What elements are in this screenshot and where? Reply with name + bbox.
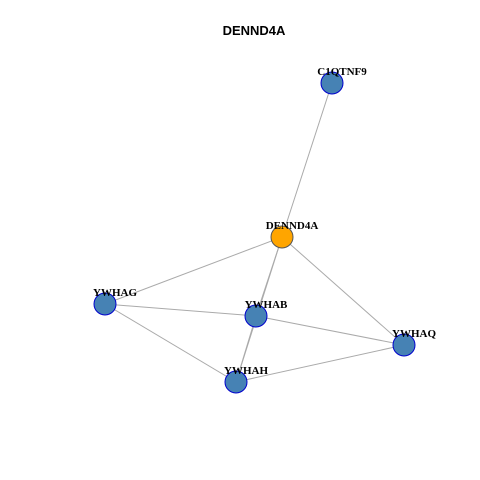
node-label-ywhah: YWHAH <box>224 365 268 377</box>
node-ywhab[interactable] <box>244 304 268 328</box>
node-ywhag[interactable] <box>93 292 117 316</box>
edge-ywhag-ywhah <box>104 303 237 383</box>
node-label-ywhab: YWHAB <box>245 299 288 311</box>
diagram-title: DENND4A <box>223 23 286 38</box>
node-label-ywhaq: YWHAQ <box>392 328 436 340</box>
edge-dennd4a-ywhaq <box>281 236 405 346</box>
node-label-ywhag: YWHAG <box>93 287 137 299</box>
node-ywhaq[interactable] <box>392 333 416 357</box>
edge-ywhag-ywhab <box>104 303 257 317</box>
node-label-c1qtnf9: C1QTNF9 <box>317 66 367 78</box>
edge-ywhab-ywhaq <box>255 315 405 346</box>
node-dennd4a[interactable] <box>270 225 294 249</box>
node-label-dennd4a: DENND4A <box>266 220 319 232</box>
edge-dennd4a-ywhag <box>104 236 283 305</box>
node-ywhah[interactable] <box>224 370 248 394</box>
node-c1qtnf9[interactable] <box>320 71 344 95</box>
edge-ywhah-ywhaq <box>235 344 405 383</box>
nodes-layer <box>93 71 416 394</box>
edge-c1qtnf9-dennd4a <box>281 82 333 238</box>
edges-layer <box>104 82 405 383</box>
